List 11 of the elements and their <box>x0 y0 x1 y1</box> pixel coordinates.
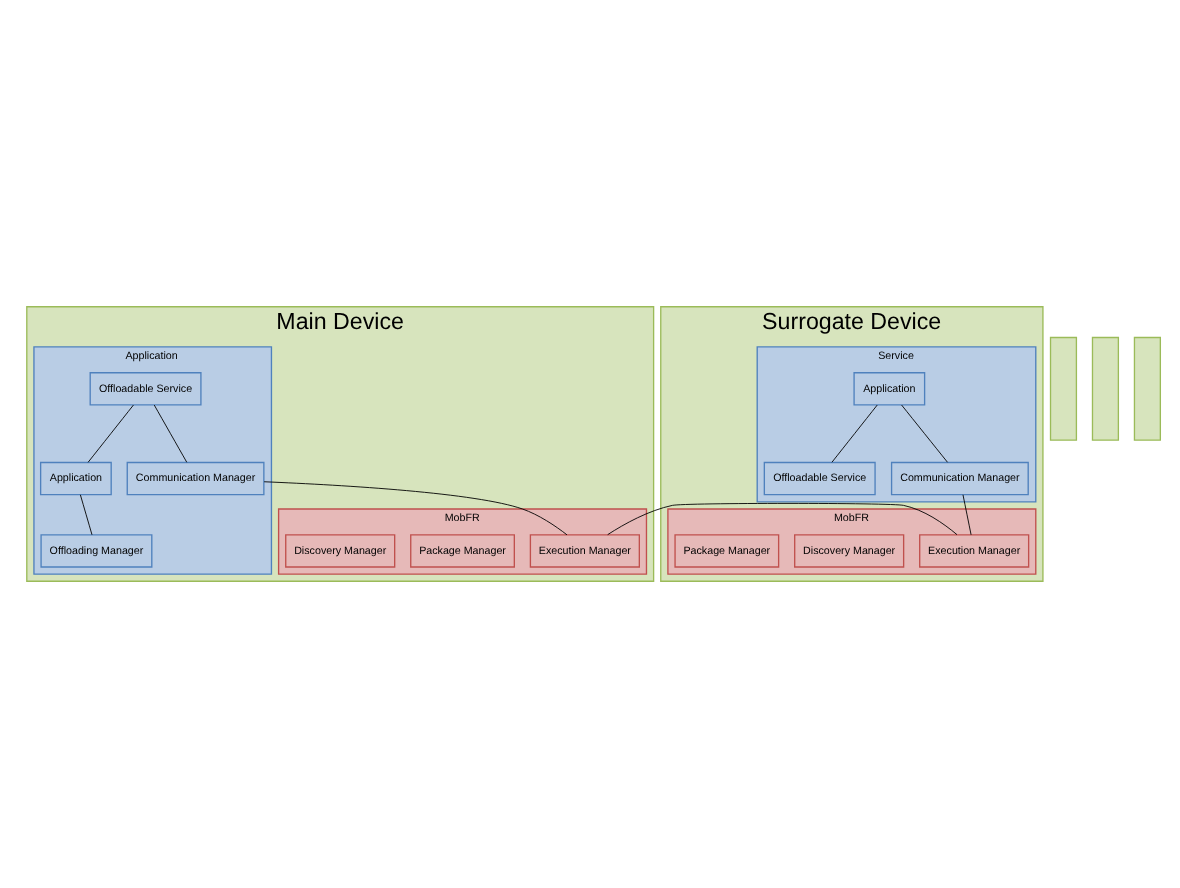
connector <box>901 404 948 463</box>
connector <box>962 494 972 536</box>
connector <box>153 404 188 463</box>
connector <box>79 494 93 536</box>
node-box <box>1049 336 1078 441</box>
connector <box>87 404 134 463</box>
connector <box>607 502 958 536</box>
connector <box>831 404 878 463</box>
node-box <box>1133 336 1161 441</box>
connector <box>263 481 568 536</box>
node-box <box>1091 336 1120 441</box>
